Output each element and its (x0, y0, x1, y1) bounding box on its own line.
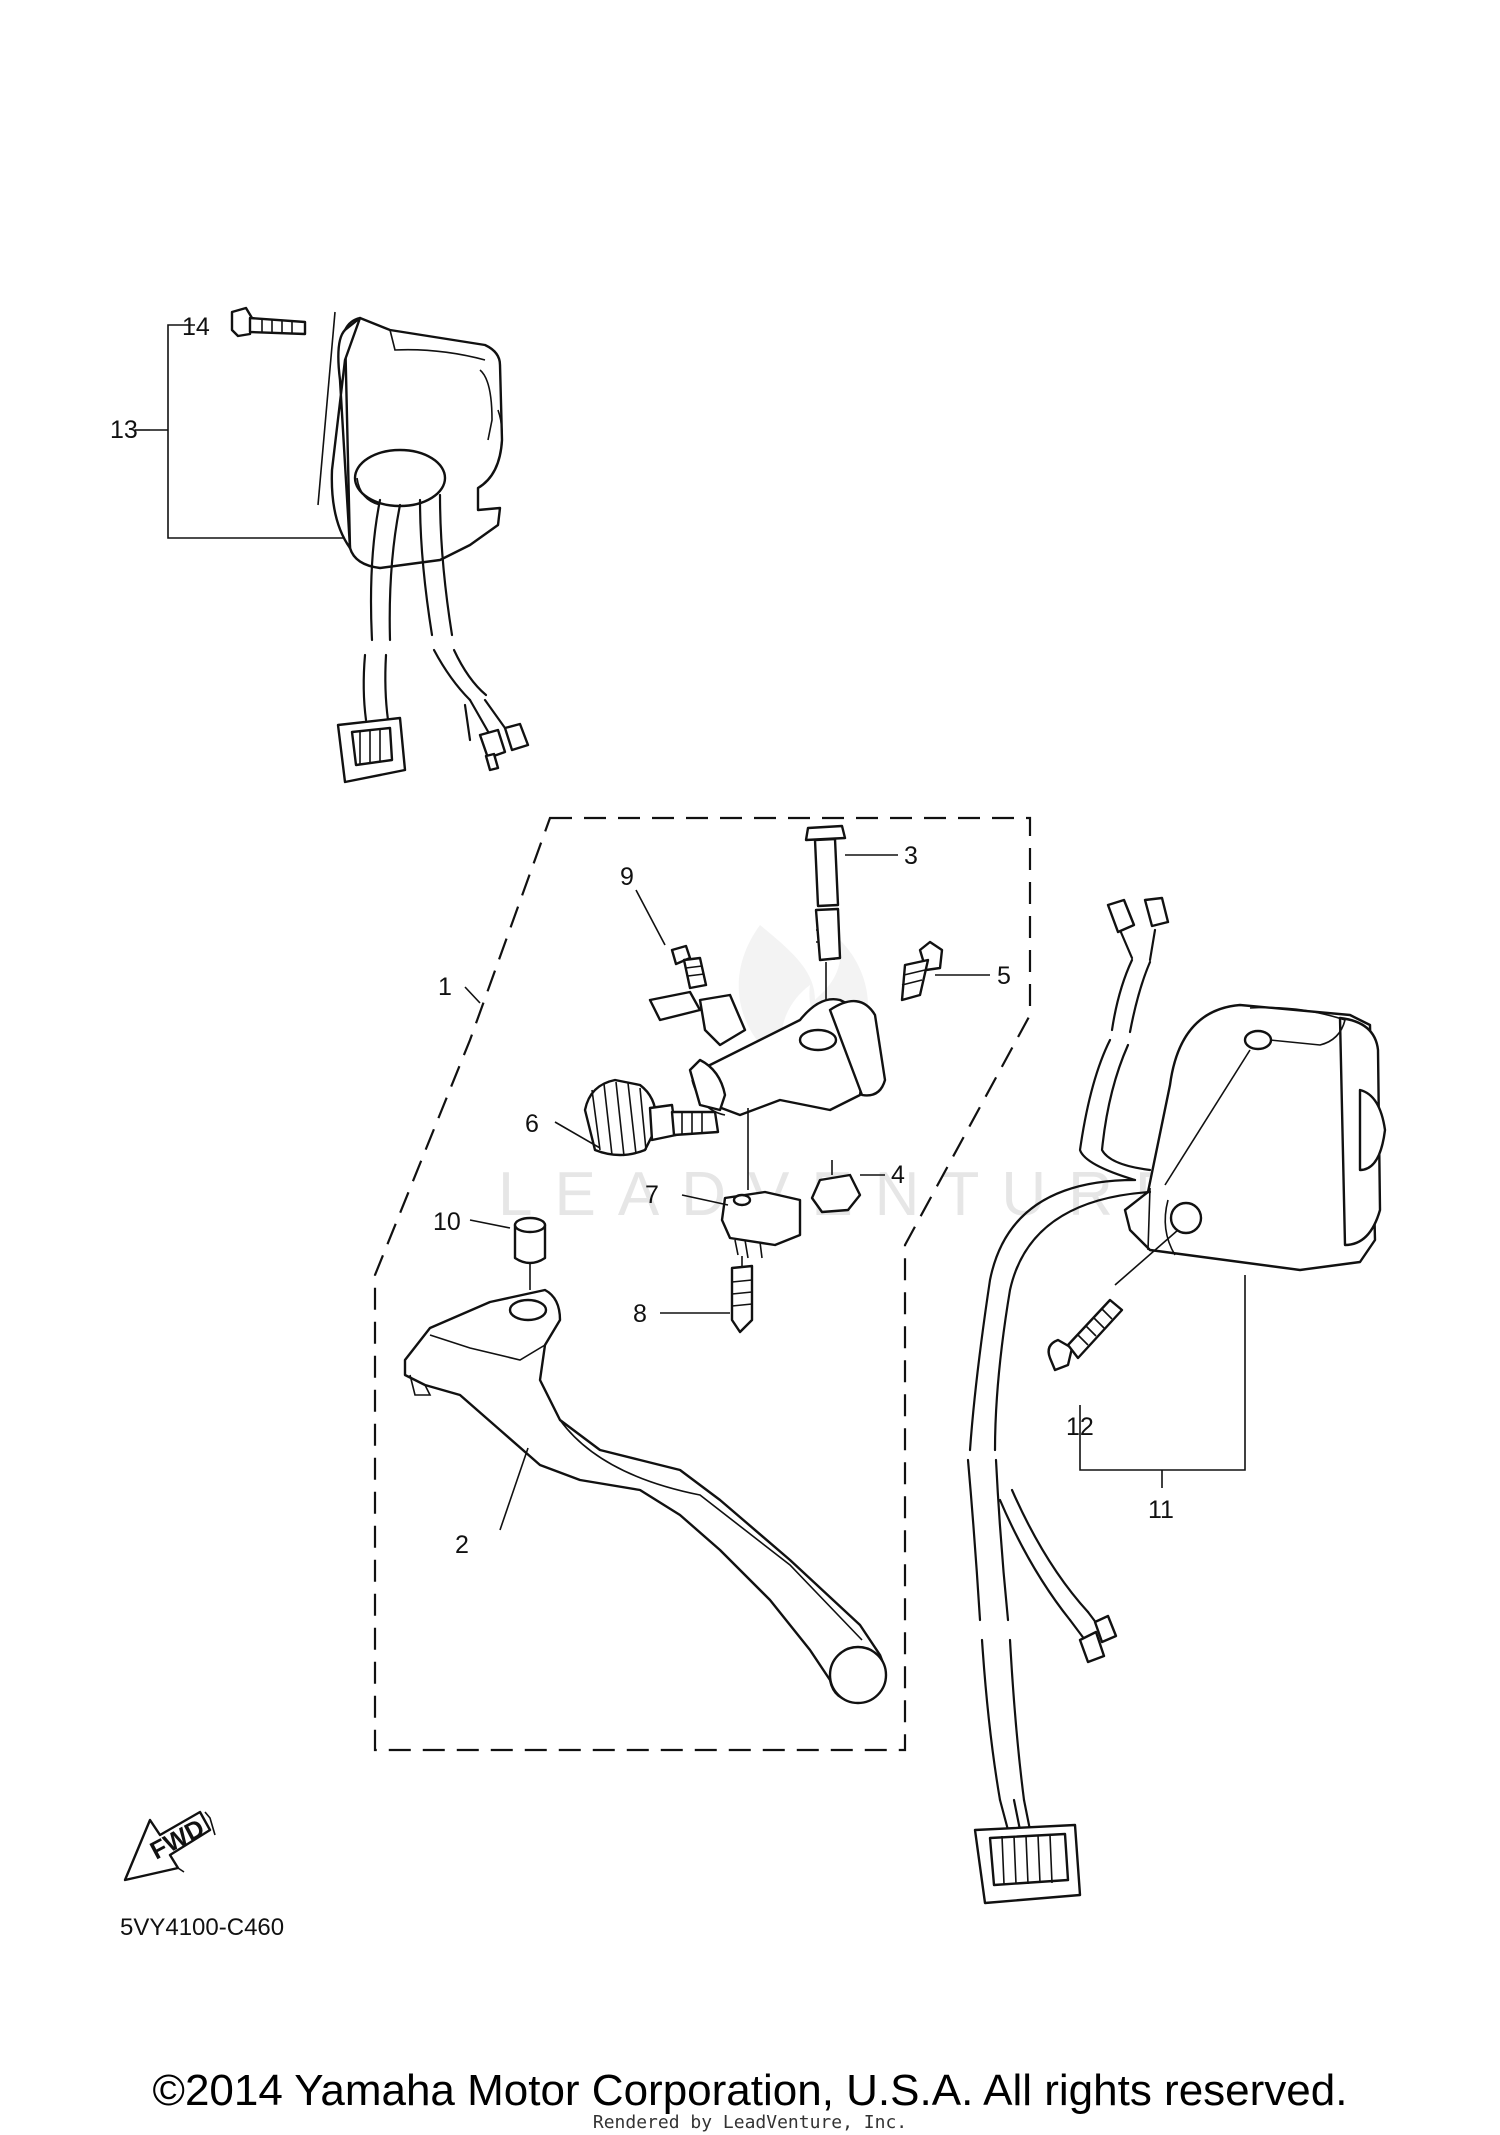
lever-assembly-boundary (373, 816, 1032, 1752)
copyright-notice: ©2014 Yamaha Motor Corporation, U.S.A. A… (152, 2066, 1348, 2115)
callout-14: 14 (182, 313, 210, 341)
callout-5: 5 (997, 962, 1011, 990)
lever-holder-assembly (403, 824, 944, 1705)
callout-4: 4 (891, 1161, 905, 1189)
callout-7: 7 (645, 1181, 659, 1209)
callout-6: 6 (525, 1110, 539, 1138)
callout-2: 2 (455, 1531, 469, 1559)
fwd-label: FWD (146, 1814, 209, 1865)
callout-8: 8 (633, 1300, 647, 1328)
callout-12: 12 (1066, 1413, 1094, 1441)
diagram-code: 5VY4100-C460 (120, 1914, 284, 1941)
right-handlebar-switch-assembly (966, 896, 1387, 1905)
rendered-by-notice: Rendered by LeadVenture, Inc. (592, 2112, 908, 2133)
callout-labels: 1 2 3 4 5 6 7 8 9 10 11 12 13 14 (110, 313, 1174, 1559)
callout-11: 11 (1148, 1496, 1174, 1524)
callout-1: 1 (438, 973, 452, 1001)
callout-10: 10 (433, 1208, 461, 1236)
leader-lines (464, 854, 1081, 1531)
callout-13: 13 (110, 416, 138, 444)
callout-3: 3 (904, 842, 918, 870)
left-handlebar-switch-assembly (150, 306, 530, 784)
forward-direction-arrow: FWD (123, 1810, 216, 1882)
callout-9: 9 (620, 863, 634, 891)
